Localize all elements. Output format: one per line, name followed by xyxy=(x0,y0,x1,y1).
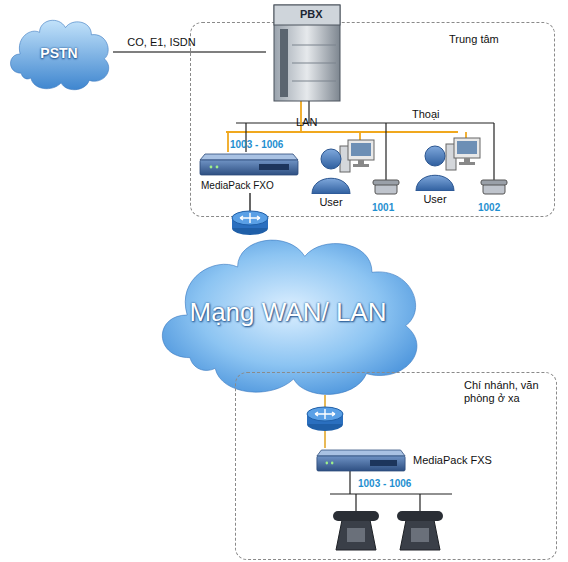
desk-phone xyxy=(481,180,507,194)
link-label: CO, E1, ISDN xyxy=(127,36,195,49)
gateway-device: MediaPack FXS xyxy=(316,448,501,474)
pc-screen xyxy=(457,141,477,154)
phone-handset xyxy=(333,511,379,521)
person-head xyxy=(321,149,341,169)
site-boundary: Chí nhánh, văn phòng ở xa MediaPack FXS xyxy=(235,372,557,560)
node-text: PSTN xyxy=(5,45,113,62)
user-icon: User xyxy=(307,146,355,212)
network-link xyxy=(113,51,266,53)
device-port xyxy=(259,164,289,170)
cabinet-slot xyxy=(292,81,336,82)
device-shape xyxy=(199,153,299,177)
fxs-drop xyxy=(349,470,350,494)
desk-phone xyxy=(373,180,399,194)
branch-phone-bus xyxy=(330,493,452,494)
device-top xyxy=(200,154,298,160)
device-front xyxy=(200,160,298,175)
pc-lan-drop xyxy=(465,132,467,138)
node-text: User xyxy=(307,196,355,209)
fxo-lan-drop xyxy=(227,132,229,152)
person-shape xyxy=(307,146,355,194)
bus-label: LAN xyxy=(296,116,317,129)
node-text: Trung tâm xyxy=(449,33,549,46)
pbx-cabinet: PBX xyxy=(266,1,348,103)
computer xyxy=(446,138,480,170)
phone-body xyxy=(336,520,376,550)
person-body xyxy=(312,178,350,194)
device-top xyxy=(317,450,405,456)
voice-bus xyxy=(236,122,494,123)
branch-phone-drop xyxy=(419,494,420,512)
branch-phone xyxy=(397,511,443,550)
router-icon xyxy=(307,407,343,431)
phone-keypad xyxy=(411,528,429,542)
device-led xyxy=(326,462,329,465)
gateway-device: MediaPack FXO xyxy=(199,151,304,193)
router-arrows xyxy=(240,213,260,223)
pc-monitor xyxy=(348,140,374,160)
router-top xyxy=(307,407,343,421)
bus-label: Thoại xyxy=(412,108,440,121)
device-front xyxy=(317,456,405,471)
person-head xyxy=(425,146,445,166)
pc-screen xyxy=(351,143,371,156)
cabinet-strip xyxy=(280,29,288,97)
node-text: Mạng WAN/ LAN xyxy=(148,297,428,328)
node-text: MediaPack FXO xyxy=(201,180,304,192)
cabinet-slot xyxy=(292,63,336,64)
phone-handset xyxy=(481,180,507,185)
branch-phone-drop xyxy=(355,494,356,512)
device-led xyxy=(210,166,213,169)
pc-lan-drop xyxy=(359,132,361,140)
phone-voice-drop xyxy=(385,123,386,182)
node-text: User xyxy=(411,193,459,206)
network-cloud: Mạng WAN/ LAN xyxy=(148,235,428,395)
device-port xyxy=(370,460,397,466)
pc-base xyxy=(353,164,369,167)
extension-number: 1001 xyxy=(372,202,394,214)
node-text: Chí nhánh, văn phòng ở xa xyxy=(464,379,552,405)
extension-range: 1003 - 1006 xyxy=(230,139,283,151)
pc-monitor xyxy=(454,138,480,158)
user-icon: User xyxy=(411,143,459,209)
pc-stand xyxy=(358,160,364,164)
phone-handset xyxy=(373,180,399,185)
person-shape xyxy=(411,143,459,191)
pc-base xyxy=(459,162,475,165)
device-led xyxy=(216,166,219,169)
phone-body xyxy=(400,520,440,550)
router-arrows xyxy=(315,409,335,419)
phone-handset xyxy=(397,511,443,521)
phone-keypad xyxy=(347,528,365,542)
node-text: PBX xyxy=(300,8,344,21)
pstn-cloud: PSTN xyxy=(5,18,113,90)
router-icon xyxy=(232,211,268,235)
person-body xyxy=(416,175,454,191)
cabinet-slot xyxy=(292,45,336,46)
device-shape xyxy=(316,449,406,473)
pc-stand xyxy=(464,158,470,162)
router-top xyxy=(232,211,268,225)
branch-phone xyxy=(333,511,379,550)
device-led xyxy=(331,462,334,465)
extension-number: 1002 xyxy=(478,202,500,214)
extension-range: 1003 - 1006 xyxy=(358,478,411,490)
computer xyxy=(340,140,374,172)
phone-voice-drop xyxy=(493,123,494,182)
lan-bus xyxy=(226,131,458,133)
node-text: MediaPack FXS xyxy=(413,454,501,467)
